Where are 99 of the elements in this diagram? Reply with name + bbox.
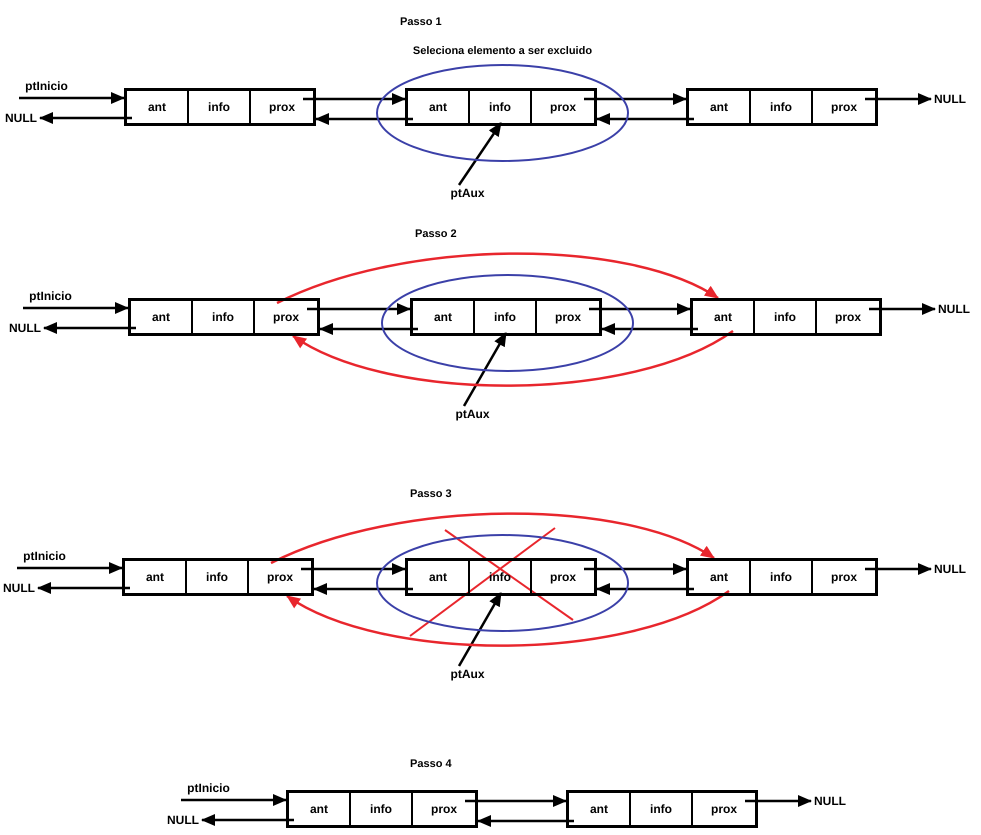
pointer-arrow — [301, 563, 406, 575]
selection-ellipse — [380, 273, 635, 373]
pointer-arrow — [865, 93, 932, 105]
pointer-arrow — [17, 562, 123, 574]
pointer-arrow — [465, 795, 567, 807]
pointer-arrow — [584, 563, 687, 575]
record-field: prox — [813, 91, 875, 123]
pointer-arrow — [584, 93, 687, 105]
pointer-arrow — [276, 252, 719, 304]
selection-ellipse — [375, 533, 630, 633]
list-node-record — [286, 790, 478, 828]
pointer-label: ptInicio — [17, 548, 72, 564]
step-title: Passo 1 — [400, 16, 442, 28]
pointer-label: ptAux — [445, 185, 490, 201]
pointer-arrow — [307, 303, 411, 315]
record-field: info — [755, 301, 817, 333]
pointer-arrow — [315, 113, 413, 125]
record-field: prox — [537, 301, 599, 333]
pointer-arrow — [601, 323, 698, 335]
null-label: NULL — [933, 91, 967, 107]
pointer-arrow — [462, 332, 508, 407]
pointer-arrow — [596, 583, 694, 595]
record-field: ant — [289, 793, 351, 825]
pointer-arrow — [458, 592, 502, 667]
null-label: NULL — [813, 793, 847, 809]
record-field: info — [193, 301, 255, 333]
pointer-arrow — [303, 93, 406, 105]
record-field: ant — [693, 301, 755, 333]
pointer-arrow — [477, 815, 574, 827]
record-field: ant — [413, 301, 475, 333]
pointer-arrow — [23, 302, 129, 314]
ellipse-caption: Seleciona elemento a ser excluido — [412, 44, 594, 59]
list-node-record — [405, 558, 597, 596]
list-node-record — [410, 298, 602, 336]
record-field: info — [351, 793, 413, 825]
record-field: ant — [125, 561, 187, 593]
pointer-arrow — [313, 583, 413, 595]
record-field: prox — [813, 561, 875, 593]
record-field: prox — [251, 91, 313, 123]
record-field: ant — [408, 561, 470, 593]
pointer-label: ptInicio — [23, 288, 78, 304]
pointer-arrow — [589, 303, 691, 315]
list-node-record — [405, 88, 597, 126]
record-field: info — [751, 561, 813, 593]
step-title: Passo 2 — [415, 228, 457, 240]
pointer-arrow — [37, 582, 130, 594]
record-field: ant — [127, 91, 189, 123]
pointer-label: ptInicio — [181, 780, 236, 796]
record-field: info — [470, 91, 532, 123]
step-title: Passo 4 — [410, 758, 452, 770]
null-label: NULL — [937, 301, 971, 317]
record-field: info — [470, 561, 532, 593]
pointer-arrow — [596, 113, 694, 125]
pointer-arrow — [19, 92, 125, 104]
pointer-arrow — [43, 322, 136, 334]
record-field: prox — [413, 793, 475, 825]
pointer-arrow — [869, 303, 936, 315]
record-field: prox — [255, 301, 317, 333]
list-node-record — [566, 790, 758, 828]
record-field: ant — [569, 793, 631, 825]
pointer-arrow — [201, 814, 294, 826]
step-title: Passo 3 — [410, 488, 452, 500]
pointer-arrow — [745, 795, 812, 807]
null-label: NULL — [8, 320, 42, 336]
record-field: info — [751, 91, 813, 123]
pointer-label: ptAux — [445, 666, 490, 682]
record-field: info — [187, 561, 249, 593]
record-field: ant — [131, 301, 193, 333]
record-field: ant — [689, 91, 751, 123]
record-field: info — [475, 301, 537, 333]
pointer-arrow — [865, 563, 932, 575]
record-field: info — [189, 91, 251, 123]
pointer-arrow — [181, 794, 287, 806]
list-node-record — [124, 88, 316, 126]
null-label: NULL — [166, 812, 200, 828]
record-field: ant — [408, 91, 470, 123]
list-node-record — [690, 298, 882, 336]
pointer-label: ptAux — [450, 406, 495, 422]
null-label: NULL — [4, 110, 38, 126]
record-field: prox — [693, 793, 755, 825]
pointer-label: ptInicio — [19, 78, 74, 94]
record-field: prox — [249, 561, 311, 593]
list-node-record — [686, 558, 878, 596]
record-field: ant — [689, 561, 751, 593]
record-field: prox — [532, 91, 594, 123]
null-label: NULL — [2, 580, 36, 596]
pointer-arrow — [286, 590, 730, 647]
list-node-record — [122, 558, 314, 596]
pointer-arrow — [39, 112, 132, 124]
pointer-arrow — [458, 122, 502, 186]
record-field: prox — [817, 301, 879, 333]
list-node-record — [686, 88, 878, 126]
pointer-arrow — [292, 330, 734, 387]
list-node-record — [128, 298, 320, 336]
record-field: prox — [532, 561, 594, 593]
record-field: info — [631, 793, 693, 825]
null-label: NULL — [933, 561, 967, 577]
pointer-arrow — [270, 512, 715, 564]
pointer-arrow — [319, 323, 418, 335]
